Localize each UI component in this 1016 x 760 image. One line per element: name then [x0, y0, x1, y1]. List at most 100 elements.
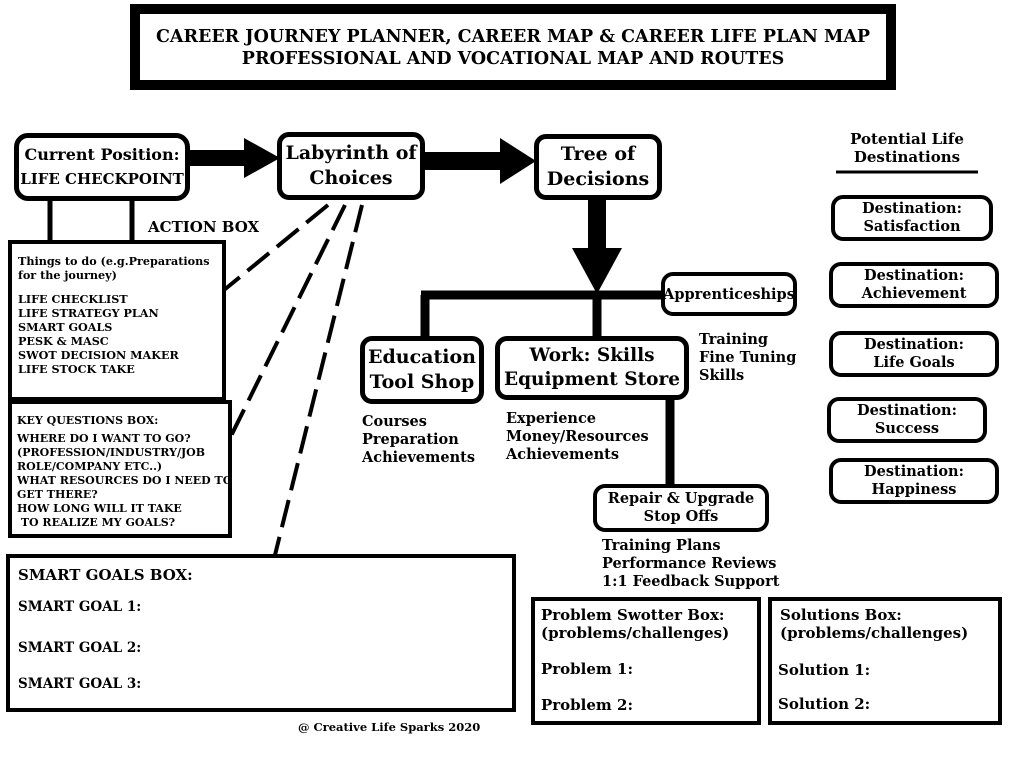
solution-2-label: Solution 2: [778, 695, 871, 713]
question-line: GET THERE? [17, 488, 98, 501]
arrow-shaft-2 [420, 152, 502, 170]
current-position-label: Current Position: [24, 145, 180, 164]
destination-success-box: Destination: Success [827, 397, 987, 443]
destination-label: Destination: [864, 463, 964, 480]
list-item: SWOT DECISION MAKER [18, 348, 179, 362]
solutions-heading-2: (problems/challenges) [780, 624, 969, 642]
tree-line-2: Decisions [546, 168, 650, 190]
destination-satisfaction-box: Destination: Satisfaction [831, 195, 993, 241]
education-box: Education Tool Shop [360, 336, 484, 404]
skills-line: Skills [699, 367, 745, 384]
title-box: CAREER JOURNEY PLANNER, CAREER MAP & CAR… [130, 4, 896, 90]
dash-line-2 [228, 204, 347, 439]
question-line: WHERE DO I WANT TO GO? [17, 432, 191, 445]
destination-label: Destination: [857, 402, 957, 419]
problem-1-label: Problem 1: [541, 660, 633, 678]
education-line-2: Tool Shop [369, 371, 475, 393]
question-line: WHAT RESOURCES DO I NEED TO [17, 474, 233, 487]
repair-box: Repair & Upgrade Stop Offs [593, 484, 769, 532]
note-line: Courses [362, 413, 427, 430]
smart-goal-3-label: SMART GOAL 3: [18, 676, 142, 692]
question-line: ROLE/COMPANY ETC..) [17, 460, 163, 473]
arrow-head-3 [572, 248, 622, 294]
question-line: HOW LONG WILL IT TAKE [17, 502, 182, 515]
dash-line-1 [222, 203, 330, 292]
apprenticeships-box: Apprenticeships [661, 272, 797, 316]
training-line: Training [699, 331, 769, 348]
work-line-1: Work: Skills [529, 345, 655, 366]
solutions-heading: Solutions Box: (problems/challenges) [780, 606, 968, 642]
action-box-label: ACTION BOX [148, 218, 260, 236]
problem-2-label: Problem 2: [541, 696, 633, 714]
list-item: LIFE STRATEGY PLAN [18, 306, 159, 320]
note-line: Experience [506, 410, 597, 427]
solution-1-label: Solution 1: [778, 661, 871, 679]
title-line-2: PROFESSIONAL AND VOCATIONAL MAP AND ROUT… [241, 49, 785, 69]
question-line: TO REALIZE MY GOALS? [17, 516, 176, 529]
repair-line-2: Stop Offs [643, 508, 719, 525]
education-notes: Courses Preparation Achievements [362, 413, 475, 467]
problem-heading-1: Problem Swotter Box: [541, 606, 725, 624]
destination-label: Destination: [864, 336, 964, 353]
work-box: Work: Skills Equipment Store [495, 336, 689, 400]
tree-box: Tree of Decisions [534, 134, 662, 200]
destination-label: Destination: [862, 200, 962, 217]
destination-value: Happiness [871, 481, 957, 498]
problem-heading-2: (problems/challenges) [541, 624, 730, 642]
smart-goal-1-label: SMART GOAL 1: [18, 599, 142, 615]
destination-value: Life Goals [873, 354, 955, 371]
smart-goals-box [6, 554, 516, 712]
training-fine-tuning-text: Training Fine Tuning Skills [699, 331, 796, 385]
note-line: 1:1 Feedback Support [602, 573, 780, 590]
destination-value: Satisfaction [863, 218, 961, 235]
solutions-box [768, 597, 1002, 725]
arrow-shaft-1 [188, 150, 246, 166]
question-line: (PROFESSION/INDUSTRY/JOB [17, 446, 206, 459]
work-notes: Experience Money/Resources Achievements [506, 410, 649, 464]
destinations-heading-1: Potential Life [850, 130, 964, 148]
arrow-shaft-3 [588, 198, 606, 250]
note-line: Money/Resources [506, 428, 649, 445]
list-item: LIFE CHECKLIST [18, 292, 128, 306]
list-item: SMART GOALS [18, 320, 113, 334]
destination-happiness-box: Destination: Happiness [829, 458, 999, 504]
destination-achievement-box: Destination: Achievement [829, 262, 999, 308]
destination-life-goals-box: Destination: Life Goals [829, 331, 999, 377]
note-line: Achievements [362, 449, 475, 466]
destination-value: Achievement [861, 285, 967, 302]
list-item: PESK & MASC [18, 334, 109, 348]
key-questions-box: KEY QUESTIONS BOX: WHERE DO I WANT TO GO… [8, 400, 232, 538]
things-to-do-heading-2: for the journey) [18, 268, 117, 282]
key-questions-heading: KEY QUESTIONS BOX: [17, 414, 159, 427]
solutions-heading-1: Solutions Box: [780, 606, 902, 624]
tree-line-1: Tree of [560, 143, 636, 165]
smart-goals-heading: SMART GOALS BOX: [18, 566, 193, 584]
smart-goal-2-label: SMART GOAL 2: [18, 640, 142, 656]
destination-label: Destination: [864, 267, 964, 284]
work-line-2: Equipment Store [504, 369, 680, 390]
labyrinth-box: Labyrinth of Choices [277, 132, 425, 200]
problem-swotter-box [531, 597, 761, 725]
labyrinth-line-1: Labyrinth of [285, 142, 417, 164]
fine-tuning-line: Fine Tuning [699, 349, 797, 366]
note-line: Training Plans [602, 537, 721, 554]
note-line: Preparation [362, 431, 459, 448]
arrow-head-1 [244, 138, 280, 178]
destinations-heading: Potential Life Destinations [836, 130, 978, 166]
labyrinth-line-2: Choices [309, 167, 393, 189]
problem-heading: Problem Swotter Box: (problems/challenge… [541, 606, 729, 642]
repair-line-1: Repair & Upgrade [607, 490, 755, 507]
dash-line-3 [273, 204, 364, 556]
footer-credit: @ Creative Life Sparks 2020 [298, 720, 481, 734]
note-line: Achievements [506, 446, 619, 463]
things-to-do-box: Things to do (e.g.Preparations for the j… [8, 240, 226, 401]
current-position-box: Current Position: LIFE CHECKPOINT [14, 133, 190, 201]
arrow-head-2 [500, 138, 536, 184]
destination-value: Success [874, 420, 940, 437]
note-line: Performance Reviews [602, 555, 777, 572]
things-to-do-heading-1: Things to do (e.g.Preparations [18, 254, 210, 268]
repair-notes: Training Plans Performance Reviews 1:1 F… [602, 537, 779, 591]
title-line-1: CAREER JOURNEY PLANNER, CAREER MAP & CAR… [155, 27, 871, 47]
destinations-heading-2: Destinations [853, 148, 961, 166]
